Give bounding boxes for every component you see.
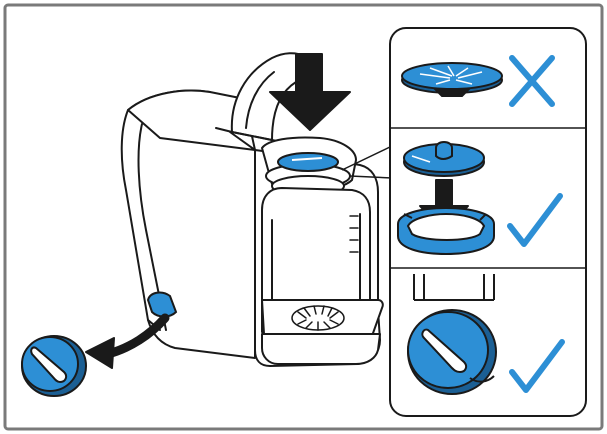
panel-3-check-mark-icon: [509, 339, 565, 393]
instruction-panel: [389, 27, 587, 417]
panel-3-knob-holder: [413, 274, 495, 301]
callout-connector: [341, 145, 393, 179]
panel-3-knob: [407, 309, 497, 395]
panel-2-holder-ring: [397, 206, 495, 256]
drink-window: [261, 187, 371, 333]
machine-side-seam: [137, 123, 167, 331]
drip-tray-grid: [291, 305, 345, 331]
disc-in-machine: [277, 152, 339, 172]
machine-lid: [230, 52, 305, 141]
curved-arrow-icon: [85, 313, 170, 369]
knob-handle: [30, 346, 68, 384]
down-arrow-icon: [269, 53, 351, 131]
removed-knob: [21, 335, 87, 397]
check-mark-icon: [507, 193, 563, 247]
panel-1-disc-wrong: [401, 62, 503, 97]
cross-mark-icon: [509, 55, 555, 107]
panel-2-disc-top: [403, 141, 485, 177]
drip-tray-front: [261, 333, 381, 365]
disc-top-blue: [277, 152, 339, 172]
coffee-machine: [120, 52, 384, 367]
disc-highlight: [291, 157, 323, 161]
level-ticks: [349, 215, 359, 253]
machine-lid-inner: [245, 71, 275, 129]
side-plug-socket: [146, 291, 178, 318]
